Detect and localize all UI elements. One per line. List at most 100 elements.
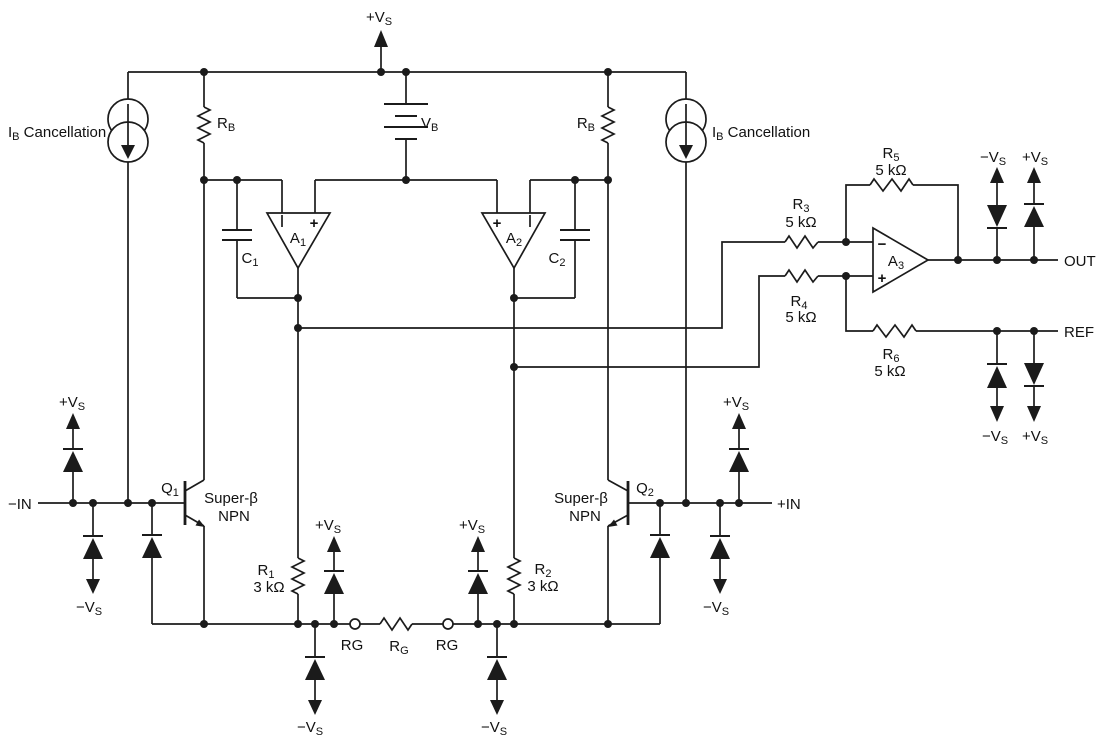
resistor-r3 <box>784 234 819 250</box>
a1-output-column: R1 3 kΩ <box>253 268 306 624</box>
q1-label: Q1 <box>161 480 179 499</box>
bottom-clamp-pos-right: +VS <box>459 517 488 624</box>
resistor-r2 <box>506 557 522 595</box>
rg-resistor-label: RG <box>389 638 408 657</box>
out-terminal-label: OUT <box>1064 253 1096 270</box>
diode <box>710 538 730 559</box>
opamp-a1: + A1 <box>265 212 332 270</box>
vs-negative-label: −VS <box>481 719 507 738</box>
vs-negative-label: −VS <box>703 599 729 618</box>
bottom-clamp-pos-left: +VS <box>315 517 344 624</box>
pos-input-section: +IN +VS −VS <box>628 394 801 624</box>
q2-type-label2: NPN <box>569 508 601 525</box>
diode <box>324 573 344 594</box>
neg-in-terminal-label: −IN <box>8 496 32 513</box>
diode <box>305 659 325 680</box>
node-rails <box>204 179 608 213</box>
junction-dots <box>69 68 1038 628</box>
vs-positive-label: +VS <box>315 517 341 536</box>
a1-noninverting-input-mark: + <box>310 215 319 232</box>
gain-set-network: RG RG RG <box>152 616 660 657</box>
r5-value: 5 kΩ <box>875 162 906 179</box>
emitter-arrow <box>195 519 205 527</box>
out-clamp-pos: +VS <box>1022 149 1048 260</box>
q2-type-label: Super-β <box>554 490 608 507</box>
diode <box>83 538 103 559</box>
rg-pin-left-label: RG <box>341 637 364 654</box>
r1-label: R1 <box>258 562 275 581</box>
vs-positive-label: +VS <box>1022 149 1048 168</box>
vs-negative-label: −VS <box>980 149 1006 168</box>
c1-label: C1 <box>242 250 259 269</box>
ib-cancellation-source-right: IB Cancellation <box>665 72 810 503</box>
vs-positive-label: +VS <box>59 394 85 413</box>
diode <box>987 366 1007 388</box>
resistor-r5 <box>869 177 914 193</box>
diode <box>987 205 1007 227</box>
r2-value: 3 kΩ <box>527 578 558 595</box>
capacitor-c1: C1 <box>222 180 298 299</box>
r2-label: R2 <box>535 561 552 580</box>
ref-clamp-neg: −VS <box>982 331 1008 447</box>
a1-label: A1 <box>290 230 306 249</box>
r4-value: 5 kΩ <box>785 309 816 326</box>
diode <box>63 451 83 472</box>
q1-type-label: Super-β <box>204 490 258 507</box>
q2-label: Q2 <box>636 480 654 499</box>
vs-positive-label: +VS <box>1022 428 1048 447</box>
diode <box>1024 363 1044 385</box>
c2-label: C2 <box>549 250 566 269</box>
bottom-clamp-neg-left: −VS <box>297 624 325 738</box>
emitter-arrow <box>608 519 618 527</box>
diode <box>487 659 507 680</box>
rb-right-label: RB <box>577 115 595 134</box>
resistor-rg-external <box>379 616 413 632</box>
q1-type-label2: NPN <box>218 508 250 525</box>
vb-label: VB <box>421 115 438 134</box>
bottom-clamp-neg-right: −VS <box>481 624 507 738</box>
resistor-r6 <box>872 323 917 339</box>
capacitor-c2: C2 <box>514 180 590 299</box>
ib-cancellation-right-label: IB Cancellation <box>712 124 810 143</box>
ib-cancellation-left-label: IB Cancellation <box>8 124 106 143</box>
vs-positive-label: +VS <box>723 394 749 413</box>
resistor-rb-right: RB <box>577 72 616 180</box>
rg-terminal-right <box>442 618 454 630</box>
r5-label: R5 <box>883 145 900 164</box>
battery-vb: VB <box>384 72 438 180</box>
r6-value: 5 kΩ <box>874 363 905 380</box>
a3-inverting-input-mark: − <box>878 236 887 253</box>
rg-terminal-left <box>349 618 361 630</box>
vs-positive-top-label: +VS <box>366 9 392 28</box>
rb-left-label: RB <box>217 115 235 134</box>
ib-cancellation-source-left: IB Cancellation <box>8 72 149 503</box>
transistor-q2: Q2 Super-β NPN <box>554 180 654 624</box>
feedback-r5: R5 5 kΩ <box>845 145 959 260</box>
a3-label: A3 <box>888 253 904 272</box>
r3-value: 5 kΩ <box>785 214 816 231</box>
out-clamp-neg: −VS <box>980 149 1007 260</box>
diode <box>1024 206 1044 227</box>
ref-terminal-label: REF <box>1064 324 1094 341</box>
ref-r6: R6 5 kΩ <box>845 276 1058 380</box>
vs-negative-label: −VS <box>297 719 323 738</box>
diode <box>650 537 670 558</box>
diode <box>142 537 162 558</box>
resistor-r4 <box>784 268 819 284</box>
vs-negative-label: −VS <box>982 428 1008 447</box>
r3-label: R3 <box>793 196 810 215</box>
a2-output-column: R2 3 kΩ <box>506 268 559 624</box>
vs-negative-label: −VS <box>76 599 102 618</box>
top-supply-rail: +VS <box>128 9 686 73</box>
a3-noninverting-input-mark: + <box>878 270 887 287</box>
neg-input-section: −IN +VS −VS <box>8 394 185 624</box>
opamp-a2: + A2 <box>480 212 547 270</box>
route-a2-to-r4: R4 5 kΩ <box>514 268 873 368</box>
diode <box>468 573 488 594</box>
r4-label: R4 <box>791 293 808 312</box>
resistor-r1 <box>290 557 306 595</box>
r1-value: 3 kΩ <box>253 579 284 596</box>
r6-label: R6 <box>883 346 900 365</box>
